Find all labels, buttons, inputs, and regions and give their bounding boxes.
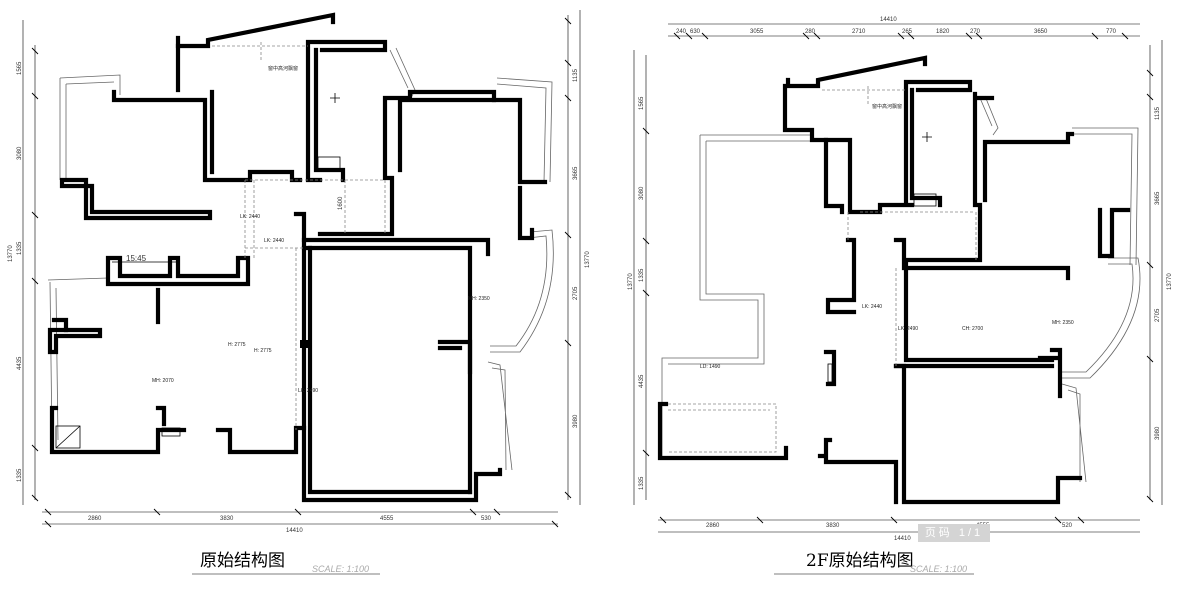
plan-2-labels: 14410 240 630 3055 280 2710 265 1820 270… xyxy=(628,17,1173,575)
p2-bottom-dim-1: 2860 xyxy=(706,523,720,529)
p2-top-dim-3: 3055 xyxy=(750,29,764,35)
p1-h-label-a: H: 2775 xyxy=(228,342,246,348)
p1-right-total: 13770 xyxy=(585,251,591,268)
p1-bottom-dim-3: 4555 xyxy=(380,516,394,522)
p2-top-total: 14410 xyxy=(880,17,897,23)
p2-top-dim-1: 240 xyxy=(676,29,687,35)
p2-mh-right-label: MH: 2350 xyxy=(1052,320,1074,326)
p1-lk-label-1: LK: 2440 xyxy=(240,214,260,220)
p2-top-dim-9: 3650 xyxy=(1034,29,1048,35)
p1-lk-label-2: LK: 2440 xyxy=(264,238,284,244)
p2-scale: SCALE: 1:100 xyxy=(910,564,967,574)
p1-right-dim-3: 2705 xyxy=(573,286,579,300)
p1-right-dim-2: 3665 xyxy=(573,166,579,180)
p1-left-dim-5: 1335 xyxy=(17,468,23,482)
p1-left-total: 13770 xyxy=(8,245,14,262)
p1-title: 原始结构图 xyxy=(200,551,285,571)
plan-1 xyxy=(22,10,581,528)
p1-left-dim-3: 1335 xyxy=(17,241,23,255)
p1-mh-right-label: MH: 2350 xyxy=(468,296,490,302)
p1-lk-label-3: LK: 2490 xyxy=(298,388,318,394)
p2-left-dim-1: 1565 xyxy=(639,96,645,110)
p1-bottom-dim-2: 3830 xyxy=(220,516,234,522)
p1-beam-label: 1600 xyxy=(338,196,344,210)
p2-top-dim-5: 2710 xyxy=(852,29,866,35)
p2-top-dim-4: 280 xyxy=(805,29,816,35)
p2-window-note: 窗中高河飘窗 xyxy=(872,103,902,110)
p2-right-dim-1: 1135 xyxy=(1155,106,1161,120)
p1-opening-label: 15:45 xyxy=(126,254,147,263)
p2-bottom-dim-4: 520 xyxy=(1062,523,1073,529)
p2-ld-label: LD: 1490 xyxy=(700,364,721,370)
p1-bottom-dim-4: 530 xyxy=(481,516,492,522)
p2-top-dim-7: 1820 xyxy=(936,29,950,35)
p2-left-dim-5: 1335 xyxy=(639,476,645,490)
p1-left-dim-4: 4435 xyxy=(17,356,23,370)
p2-lk-label-2: LK: 2490 xyxy=(898,326,918,332)
plan-2 xyxy=(633,23,1163,533)
p2-lk-label-1: LK: 2440 xyxy=(862,304,882,310)
p1-left-dim-1: 1565 xyxy=(17,61,23,75)
p1-h-label-b: H: 2775 xyxy=(254,348,272,354)
p2-left-dim-3: 1335 xyxy=(639,268,645,282)
p1-bottom-total: 14410 xyxy=(286,528,303,534)
p2-top-dim-6: 265 xyxy=(902,29,913,35)
p2-top-dim-2: 630 xyxy=(690,29,701,35)
p1-window-note: 窗中高河飘窗 xyxy=(268,65,298,72)
p1-scale: SCALE: 1:100 xyxy=(312,564,369,574)
p2-left-dim-4: 4435 xyxy=(639,374,645,388)
p1-right-dim-1: 1135 xyxy=(573,68,579,82)
plan-1-labels: 2860 3830 4555 530 14410 1565 3080 1335 … xyxy=(8,61,591,575)
p2-right-total: 13770 xyxy=(1167,273,1173,290)
p1-left-dim-2: 3080 xyxy=(17,146,23,160)
p2-left-total: 13770 xyxy=(628,273,634,290)
p1-mh-left-label: MH: 2070 xyxy=(152,378,174,384)
p2-top-dim-8: 270 xyxy=(970,29,981,35)
p2-right-dim-3: 2705 xyxy=(1155,308,1161,322)
p2-left-dim-2: 3080 xyxy=(639,186,645,200)
p2-bottom-total: 14410 xyxy=(894,536,911,542)
p2-right-dim-4: 3980 xyxy=(1155,426,1161,440)
p2-bottom-dim-2: 3830 xyxy=(826,523,840,529)
p1-right-dim-4: 3980 xyxy=(573,414,579,428)
p2-right-dim-2: 3665 xyxy=(1155,191,1161,205)
p1-bottom-dim-1: 2860 xyxy=(88,516,102,522)
p2-title: 2F原始结构图 xyxy=(806,551,914,571)
p2-ch-label: CH: 2700 xyxy=(962,326,983,332)
page-stamp: 页码 1/1 xyxy=(918,524,990,542)
p2-top-dim-10: 770 xyxy=(1106,29,1117,35)
